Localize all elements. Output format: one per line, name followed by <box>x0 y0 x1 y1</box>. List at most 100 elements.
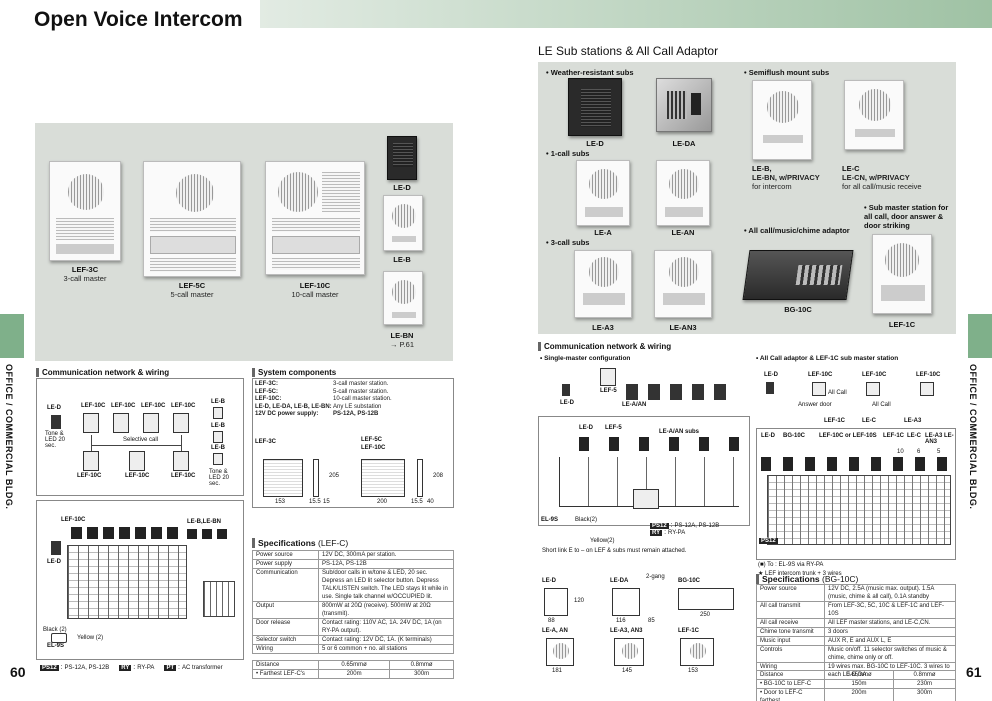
dim-drawing-3c-side <box>313 459 319 497</box>
net-bottom-master-3: LEF-10C <box>171 473 196 479</box>
weather-subs-heading: • Weather-resistant subs <box>546 68 634 77</box>
net-le-d-label: LE-D <box>47 405 61 411</box>
legend-item: RY : RY-PA <box>119 664 155 671</box>
distance-key: • BG-10C to LEF-C <box>756 679 825 689</box>
rd-le-d-drawing <box>544 588 568 616</box>
bg-10c-photo-label: BG-10C <box>784 305 812 314</box>
rd-value: 88 <box>548 618 555 624</box>
wiring-yellow-label: Yellow (2) <box>77 635 104 641</box>
semiflush-subs-heading: • Semiflush mount subs <box>744 68 830 77</box>
component-desc: PS-12A, PS-12B <box>333 411 379 417</box>
spec-key: All call receive <box>756 618 825 628</box>
spec-value: 3 doors <box>824 627 956 637</box>
rd-le-d-label: LE-D <box>542 578 556 584</box>
dim-value: 208 <box>433 473 444 479</box>
spec-key: Selector switch <box>252 635 319 645</box>
wiring-el-9s-label: EL-9S <box>47 643 65 649</box>
distance-head: 0.65mmø <box>823 670 895 680</box>
header-bar <box>260 0 992 28</box>
le-a-photo <box>576 160 630 226</box>
rd-value: 153 <box>688 668 699 674</box>
lef-3c-label: LEF-3C <box>71 265 99 274</box>
allcall-master-label: LEF-10C <box>808 372 833 378</box>
allcall-le-c-label: LE-C <box>862 418 876 424</box>
net-bottom-master-2: LEF-10C <box>125 473 150 479</box>
rw-le-d-label: LE-D <box>579 425 593 431</box>
lef-5c-image <box>143 161 241 277</box>
right-side-label: OFFICE / COMMERCIAL BLDG. <box>968 364 978 510</box>
le-d-photo-label: LE-D <box>586 139 604 148</box>
spec-key: Communication <box>252 568 319 602</box>
le-bn-ref: → P.61 <box>389 340 415 349</box>
left-page-number: 60 <box>10 664 26 680</box>
dim-value: 205 <box>329 473 340 479</box>
specs-right-suffix: (BG-10C) <box>822 574 859 584</box>
distance-value: 230m <box>893 679 956 689</box>
bg-10c-photo <box>742 250 854 300</box>
wiring-el-9s-icon <box>51 633 67 643</box>
distance-head: Distance <box>252 660 319 670</box>
component-row: LEF-3C:3-call master station. <box>255 381 405 389</box>
specs-left-title: Specifications <box>258 538 316 548</box>
single-subs-icons <box>626 384 726 400</box>
le-a3-photo <box>574 250 632 318</box>
rd-le-da-drawing <box>612 588 640 616</box>
allcall-master-icon <box>866 382 880 396</box>
component-desc: 3-call master station. <box>333 381 389 387</box>
three-call-subs-heading: • 3-call subs <box>546 238 590 247</box>
allcall-lef-1c-label: LEF-1C <box>824 418 845 424</box>
le-cn-photo-label: LE-CN, w/PRIVACY <box>842 173 910 182</box>
single-le-d-label: LE-D <box>560 400 574 406</box>
spec-key: All call transmit <box>756 601 825 619</box>
net-le-b-label-2: LE-B <box>211 423 225 429</box>
rd-lef-1c-drawing <box>680 638 714 666</box>
wiring-psu-block <box>203 581 235 617</box>
allcall-le-d-icon <box>766 382 774 394</box>
allcall-master-label: LEF-10C <box>916 372 941 378</box>
net-line <box>91 445 181 446</box>
le-c-photo-label: LE-C <box>842 164 860 173</box>
le-bn-photo-label: LE-BN, w/PRIVACY <box>752 173 820 182</box>
single-le-d-icon <box>562 384 570 396</box>
dim-drawing-3c <box>263 459 303 497</box>
single-lef-5-icon <box>600 368 616 386</box>
spec-key: Power source <box>756 584 825 602</box>
rd-lef-1c-label: LEF-1C <box>678 628 699 634</box>
dim-value: 153 <box>275 499 286 505</box>
legend-text: RY-PA <box>137 665 155 671</box>
le-a3-photo-label: LE-A3 <box>592 323 614 332</box>
right-product-panel: • Weather-resistant subs • Semiflush mou… <box>538 62 956 334</box>
allcall-arrow-label-2: All Call <box>872 402 891 408</box>
component-desc: 5-call master station. <box>333 388 389 395</box>
legend-tag: PT <box>164 665 177 671</box>
lef-5c-desc: 5-call master <box>170 290 214 299</box>
net-bottom-master-1: LEF-10C <box>77 473 102 479</box>
single-master-heading: • Single-master configuration <box>540 355 631 362</box>
legend-item: PS12 : PS-12A, PS-12B <box>650 522 720 529</box>
le-an3-photo <box>654 250 712 318</box>
net-le-b-icon <box>213 431 223 443</box>
le-c-photo <box>844 80 904 150</box>
spec-value: 5 or 6 common + no. all stations <box>318 644 454 654</box>
rd-le-a3-drawing <box>614 638 644 666</box>
legend-item: PS12 : PS-12A, PS-12B <box>40 664 110 671</box>
component-name: LEF-10C: <box>255 396 282 402</box>
bgw-lef-1c-label: LEF-1C <box>883 433 904 439</box>
bgw-le-a3-label: LE-A3 LE-AN3 <box>925 433 954 445</box>
spec-value: AUX R, E and AUX L, E <box>824 636 956 646</box>
distance-head: 0.8mmø <box>893 670 956 680</box>
le-an-photo <box>656 160 710 226</box>
bgw-count: 6 <box>917 449 921 455</box>
lef-3c-image <box>49 161 121 261</box>
le-b-photo <box>752 80 812 160</box>
wiring-black-label: Black (2) <box>43 627 67 633</box>
wiring-lef-10c-label: LEF-10C <box>61 517 86 523</box>
